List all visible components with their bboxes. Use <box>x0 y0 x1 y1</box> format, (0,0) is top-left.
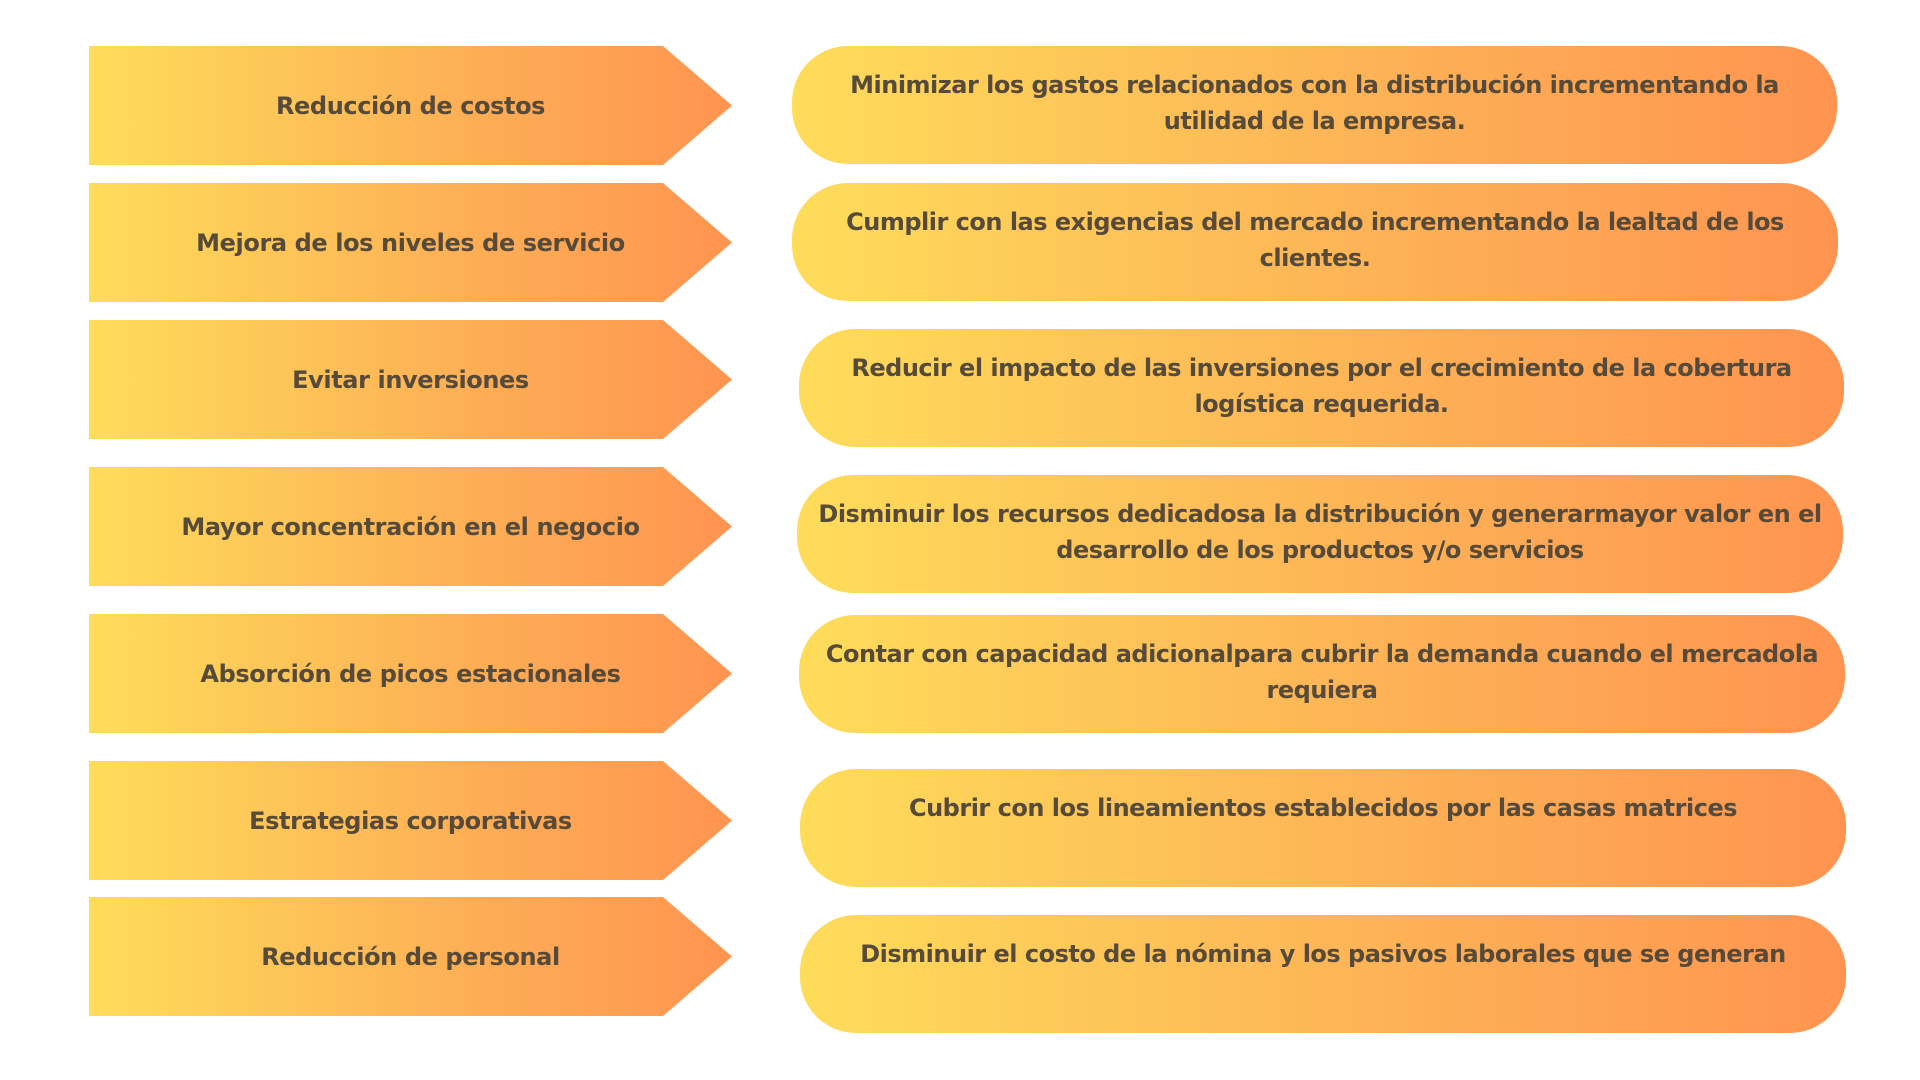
description-text: Minimizar los gastos relacionados con la… <box>850 71 1779 135</box>
description-text: Cumplir con las exigencias del mercado i… <box>846 208 1784 272</box>
description-pill-mayor-concentracion: Disminuir los recursos dedicadosa la dis… <box>797 475 1843 593</box>
description-text: Reducir el impacto de las inversiones po… <box>851 354 1792 418</box>
arrow-label: Reducción de personal <box>261 942 560 971</box>
description-pill-estrategias-corporativas: Cubrir con los lineamientos establecidos… <box>800 769 1846 887</box>
description-text: Disminuir los recursos dedicadosa la dis… <box>818 500 1822 564</box>
arrow-shape-mayor-concentracion: Mayor concentración en el negocio <box>89 467 732 586</box>
arrow-shape-estrategias-corporativas: Estrategias corporativas <box>89 761 732 880</box>
arrow-shape-reduccion-costos: Reducción de costos <box>89 46 732 165</box>
description-text: Contar con capacidad adicionalpara cubri… <box>825 640 1819 704</box>
arrow-label: Reducción de costos <box>275 91 546 120</box>
arrow-label: Absorción de picos estacionales <box>200 659 621 688</box>
description-pill-reduccion-costos: Minimizar los gastos relacionados con la… <box>792 46 1837 164</box>
arrow-shape-evitar-inversiones: Evitar inversiones <box>89 320 732 439</box>
arrow-shape-absorcion-picos: Absorción de picos estacionales <box>89 614 732 733</box>
arrow-label: Mejora de los niveles de servicio <box>196 228 625 257</box>
description-text: Disminuir el costo de la nómina y los pa… <box>860 940 1786 968</box>
description-pill-absorcion-picos: Contar con capacidad adicionalpara cubri… <box>799 615 1845 733</box>
arrow-label: Estrategias corporativas <box>249 806 572 835</box>
description-pill-evitar-inversiones: Reducir el impacto de las inversiones po… <box>799 329 1844 447</box>
arrow-label: Mayor concentración en el negocio <box>181 512 640 541</box>
arrow-label: Evitar inversiones <box>292 365 529 394</box>
description-text: Cubrir con los lineamientos establecidos… <box>908 794 1738 822</box>
description-pill-mejora-servicio: Cumplir con las exigencias del mercado i… <box>792 183 1838 301</box>
description-pill-reduccion-personal: Disminuir el costo de la nómina y los pa… <box>800 915 1846 1033</box>
arrow-shape-mejora-servicio: Mejora de los niveles de servicio <box>89 183 732 302</box>
arrow-shape-reduccion-personal: Reducción de personal <box>89 897 732 1016</box>
